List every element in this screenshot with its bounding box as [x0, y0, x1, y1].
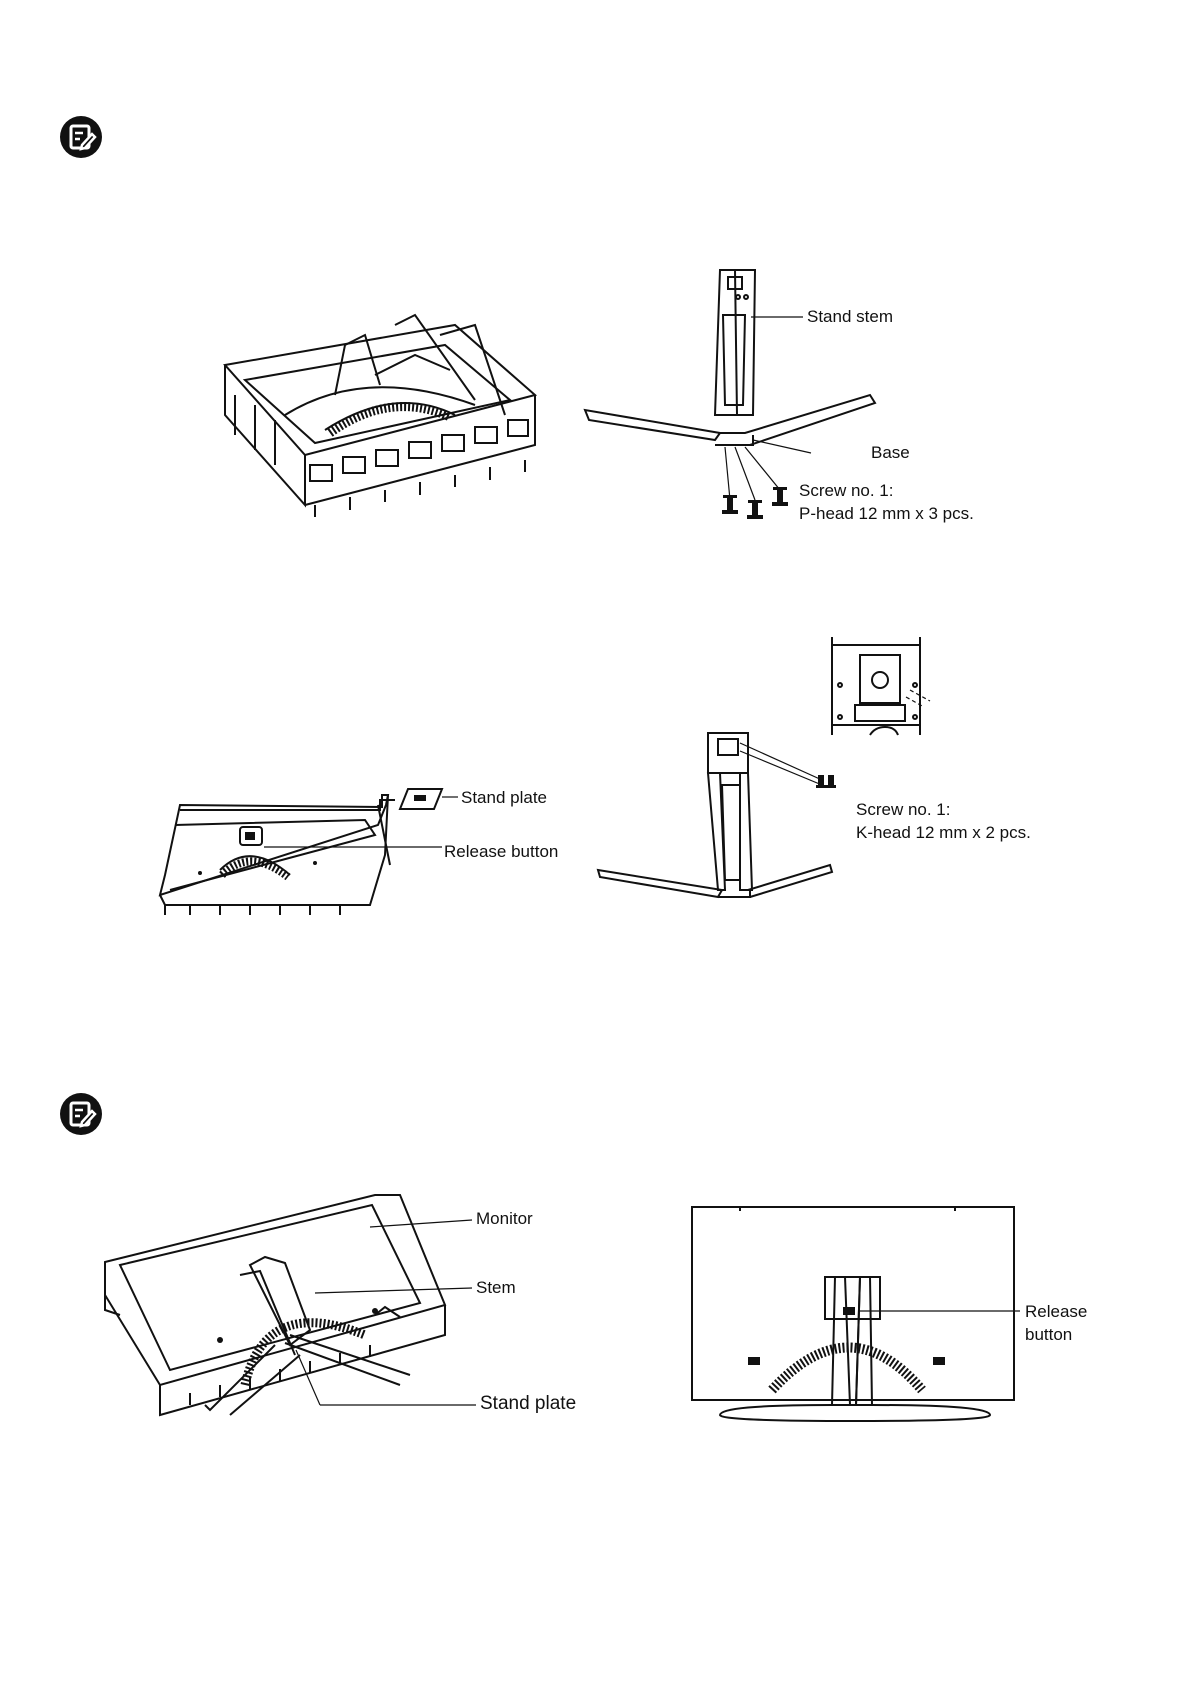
- stand-plate-icon: [398, 787, 458, 813]
- note-icon: [58, 1091, 104, 1137]
- screw-spec-line2: P-head 12 mm x 3 pcs.: [799, 503, 974, 525]
- stand-plate-label: Stand plate: [461, 787, 547, 809]
- monitor-label: Monitor: [476, 1208, 533, 1230]
- screw-spec-line1-step2: Screw no. 1:: [856, 799, 951, 821]
- stand-assembly-illustration: [600, 635, 970, 905]
- base-label: Base: [871, 442, 910, 464]
- monitor-with-stand-illustration: [100, 1185, 480, 1415]
- stand-stem-label: Stand stem: [807, 306, 893, 328]
- packaging-foam-illustration: [215, 305, 545, 535]
- monitor-rear-view-illustration: [690, 1205, 1020, 1425]
- screw-spec-line2-step2: K-head 12 mm x 2 pcs.: [856, 822, 1031, 844]
- release-button-label: Release button: [444, 841, 558, 863]
- stand-plate-label-step3: Stand plate: [480, 1393, 576, 1415]
- release-button-label-line1: Release: [1025, 1301, 1087, 1323]
- note-icon: [58, 114, 104, 160]
- stem-label: Stem: [476, 1277, 516, 1299]
- release-button-label-line2: button: [1025, 1324, 1072, 1346]
- screw-spec-line1: Screw no. 1:: [799, 480, 894, 502]
